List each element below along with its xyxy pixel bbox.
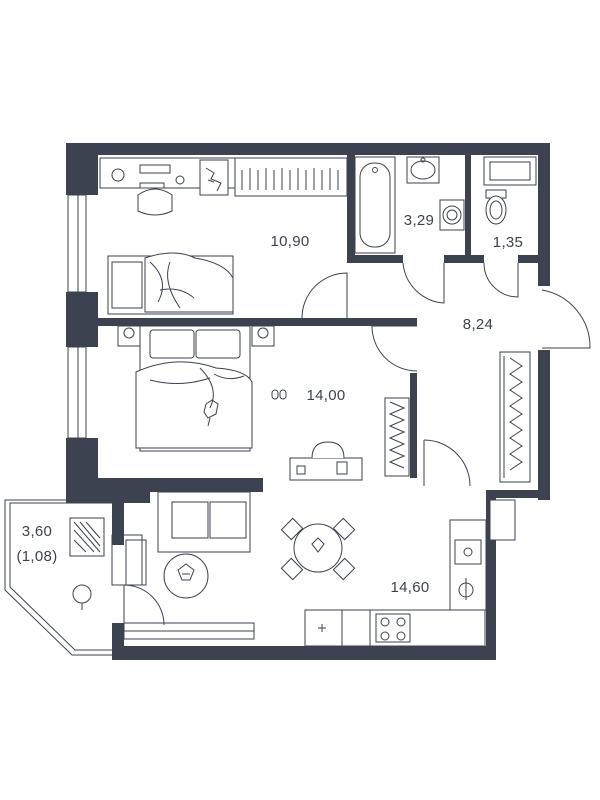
room-area-hall: 8,24 — [462, 316, 494, 333]
bathroom-fixtures — [354, 156, 465, 304]
hall-fixtures — [301, 272, 591, 541]
room-area-bedroom: 10,90 — [270, 233, 310, 250]
room-area-balcony-reduced: (1,08) — [16, 548, 58, 565]
room-area-bedroom2: 14,00 — [306, 387, 346, 404]
laundry-basket-icon — [69, 517, 105, 557]
dryer-icon — [72, 584, 92, 610]
walls — [66, 143, 550, 660]
bedroom-furniture — [99, 157, 348, 315]
room-area-toilet: 1,35 — [492, 234, 524, 251]
balcony — [4, 499, 165, 656]
room-area-bathroom: 3,29 — [403, 212, 435, 229]
room-area-kitchen-living: 14,60 — [390, 579, 430, 596]
windows — [67, 194, 255, 640]
room-area-balcony: 3,60 — [21, 523, 53, 540]
toilet-fixtures — [483, 156, 537, 298]
bedroom2-furniture — [117, 325, 363, 481]
living-furniture — [157, 491, 487, 647]
